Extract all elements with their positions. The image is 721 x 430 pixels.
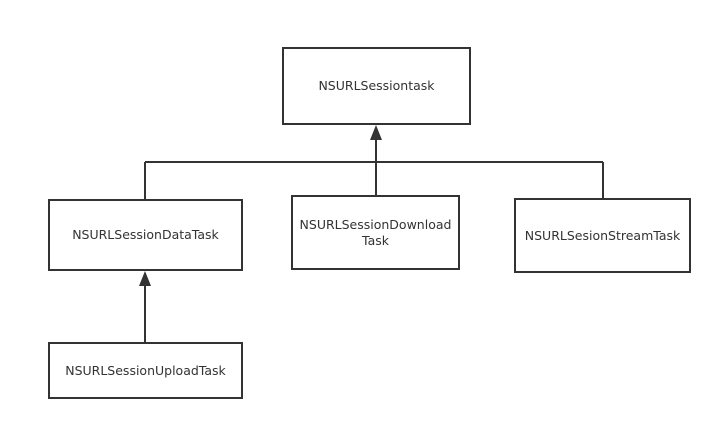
arrowhead-session-task bbox=[370, 125, 382, 140]
node-label: NSURLSessiontask bbox=[318, 78, 435, 93]
node-nsurlsessionuploadtask: NSURLSessionUploadTask bbox=[48, 342, 243, 399]
node-label: NSURLSessionUploadTask bbox=[65, 362, 226, 378]
node-label: NSURLSessionDownloadTask bbox=[299, 216, 452, 248]
node-nsurlsessiondatatask: NSURLSessionDataTask bbox=[48, 199, 243, 271]
node-nsurlsesionstreamtask: NSURLSesionStreamTask bbox=[514, 198, 691, 273]
arrowhead-data-task bbox=[139, 271, 151, 286]
node-nsurlsessiondownloadtask: NSURLSessionDownloadTask bbox=[291, 195, 460, 270]
node-label: NSURLSesionStreamTask bbox=[524, 227, 681, 243]
node-nsurlsessiontask: NSURLSessiontask bbox=[282, 47, 471, 125]
node-label: NSURLSessionDataTask bbox=[72, 227, 219, 242]
